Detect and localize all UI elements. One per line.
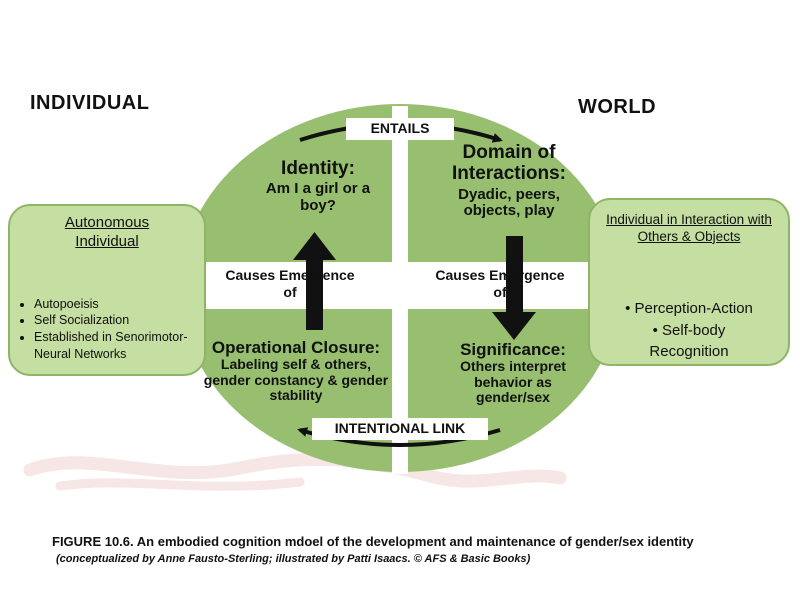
identity-quadrant: Identity: Am I a girl or a boy?	[248, 158, 388, 215]
domain-of-interactions-quadrant: Domain of Interactions: Dyadic, peers, o…	[434, 142, 584, 220]
autonomous-individual-box: Autonomous Individual Autopoeisis Self S…	[8, 204, 206, 376]
watermark-scribble	[23, 452, 567, 491]
significance-title: Significance:	[460, 340, 566, 359]
world-header: WORLD	[578, 96, 657, 118]
list-item: Perception-Action	[590, 298, 788, 320]
right-arrow-head	[492, 312, 536, 340]
individual-header: INDIVIDUAL	[30, 92, 150, 114]
list-item: Self Socialization	[34, 312, 204, 329]
operational-closure-quadrant: Operational Closure: Labeling self & oth…	[200, 338, 392, 404]
vertical-divider	[392, 106, 408, 474]
significance-quadrant: Significance: Others interpret behavior …	[438, 340, 588, 406]
autonomous-individual-list: Autopoeisis Self Socialization Establish…	[10, 296, 204, 364]
list-item: Established in Senorimotor-Neural Networ…	[34, 329, 204, 363]
figure-caption: FIGURE 10.6. An embodied cognition mdoel…	[52, 534, 694, 549]
list-item: Autopoeisis	[34, 296, 204, 313]
entails-label-bg	[346, 118, 454, 140]
left-arrow-head	[293, 232, 336, 260]
individual-in-interaction-box: Individual in Interaction with Others & …	[588, 198, 790, 366]
intentional-link-label-bg	[312, 418, 488, 440]
significance-subtitle: Others interpret behavior as gender/sex	[460, 358, 566, 406]
intentional-link-label: INTENTIONAL LINK	[334, 420, 466, 436]
identity-question: Am I a girl or a boy?	[265, 180, 371, 215]
domain-of-interactions-title: Domain of Interactions:	[451, 142, 567, 185]
right-arrow-shaft	[506, 236, 523, 314]
list-item: Self-body Recognition	[634, 320, 744, 364]
domain-of-interactions-subtitle: Dyadic, peers, objects, play	[458, 185, 560, 220]
autonomous-individual-title: Autonomous Individual	[64, 214, 150, 250]
entails-label: ENTAILS	[370, 120, 430, 136]
identity-title: Identity:	[281, 158, 355, 179]
individual-in-interaction-list: Perception-Action Self-body Recognition	[590, 298, 788, 363]
operational-closure-title: Operational Closure:	[211, 338, 381, 357]
causes-emergence-left: Causes Emergence of	[225, 267, 355, 300]
left-arrow-shaft	[306, 258, 323, 330]
operational-closure-subtitle: Labeling self & others, gender constancy…	[203, 356, 389, 404]
figure-credit: (conceptualized by Anne Fausto-Sterling;…	[56, 553, 531, 565]
individual-in-interaction-title: Individual in Interaction with Others & …	[606, 212, 772, 244]
causes-emergence-right: Causes Emergence of	[435, 267, 565, 300]
